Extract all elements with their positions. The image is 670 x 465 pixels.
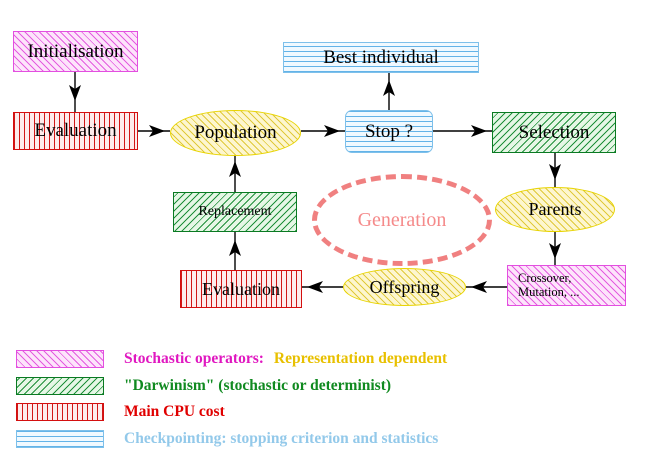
legend-label-representation: Representation dependent bbox=[273, 350, 448, 367]
node-initialisation-label: Initialisation bbox=[27, 40, 124, 62]
legend-row-darwinism: "Darwinism" (stochastic or determinist) bbox=[16, 377, 391, 395]
legend-label-stochastic: Stochastic operators: bbox=[124, 350, 264, 367]
node-best-individual-label: Best individual bbox=[323, 46, 439, 68]
node-evaluation-bottom[interactable]: Evaluation bbox=[180, 270, 302, 308]
legend-label-darwinism: "Darwinism" (stochastic or determinist) bbox=[124, 377, 392, 394]
node-offspring-label: Offspring bbox=[369, 276, 440, 297]
legend-row-checkpointing: Checkpointing: stopping criterion and st… bbox=[16, 430, 438, 448]
legend-swatch-green bbox=[16, 377, 104, 395]
legend-label-checkpointing: Checkpointing: stopping criterion and st… bbox=[124, 430, 439, 447]
node-evaluation-top[interactable]: Evaluation bbox=[13, 112, 138, 150]
legend-label-cpu-cost: Main CPU cost bbox=[124, 403, 225, 420]
node-crossover-mutation-label: Crossover, Mutation, ... bbox=[518, 271, 580, 299]
legend-row-stochastic: Stochastic operators: Representation dep… bbox=[16, 350, 447, 368]
node-initialisation[interactable]: Initialisation bbox=[13, 31, 138, 72]
node-selection-label: Selection bbox=[518, 121, 590, 143]
node-parents-label: Parents bbox=[528, 199, 582, 220]
node-stop[interactable]: Stop ? bbox=[345, 110, 433, 153]
node-parents[interactable]: Parents bbox=[495, 187, 615, 232]
node-replacement[interactable]: Replacement bbox=[173, 192, 297, 232]
legend-swatch-blue bbox=[16, 430, 104, 448]
node-population-label: Population bbox=[194, 122, 277, 144]
generation-label: Generation bbox=[357, 208, 447, 231]
node-crossover-mutation[interactable]: Crossover, Mutation, ... bbox=[507, 265, 626, 306]
node-replacement-label: Replacement bbox=[198, 203, 272, 219]
node-evaluation-top-label: Evaluation bbox=[34, 120, 117, 142]
node-evaluation-bottom-label: Evaluation bbox=[202, 278, 280, 299]
node-offspring[interactable]: Offspring bbox=[343, 268, 466, 306]
legend-swatch-red bbox=[16, 403, 104, 421]
node-selection[interactable]: Selection bbox=[492, 112, 616, 153]
node-stop-label: Stop ? bbox=[364, 120, 414, 142]
node-best-individual[interactable]: Best individual bbox=[283, 42, 479, 73]
legend-swatch-magenta bbox=[16, 350, 104, 368]
generation-ellipse: Generation bbox=[312, 174, 492, 266]
node-population[interactable]: Population bbox=[170, 110, 301, 156]
legend-row-cpu-cost: Main CPU cost bbox=[16, 403, 225, 421]
